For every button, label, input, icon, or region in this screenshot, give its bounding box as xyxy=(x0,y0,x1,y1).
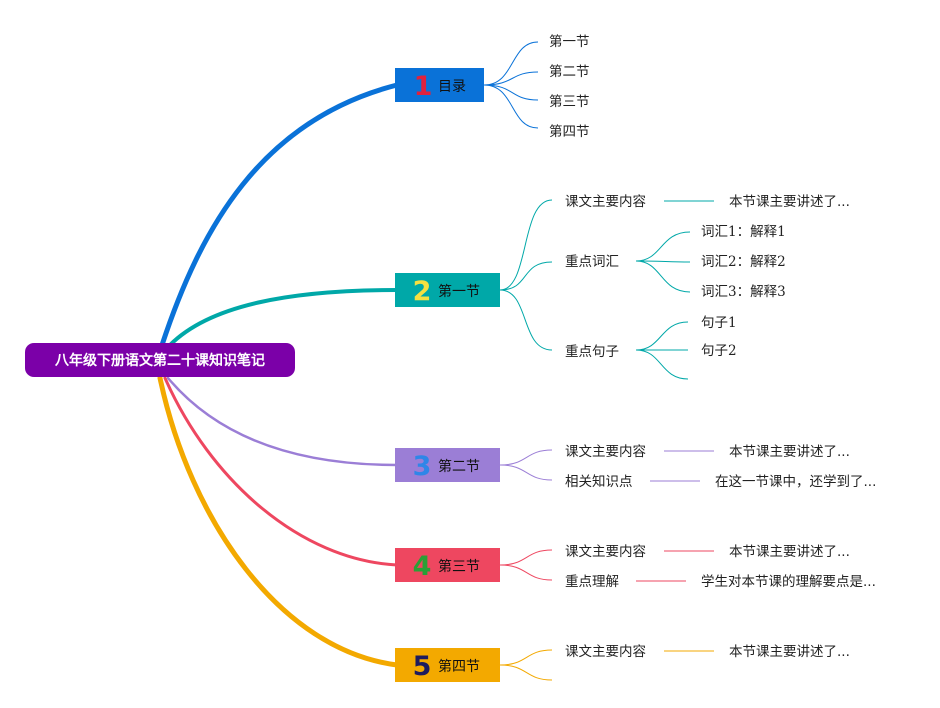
branch-2-sentence-item-2[interactable]: 句子2 xyxy=(701,343,737,359)
root-node-box xyxy=(25,343,295,377)
branch-2-vocab-item-2[interactable]: 词汇2：解释2 xyxy=(701,254,786,270)
branch-1-label: 目录 xyxy=(438,79,466,95)
branch-5-children-lines xyxy=(499,649,714,681)
branch-3-main-content-detail[interactable]: 本节课主要讲述了... xyxy=(729,444,850,460)
branch-4-box xyxy=(395,548,500,582)
branch-5-node[interactable]: 5 第四节 xyxy=(395,648,500,682)
branch-2-number: 2 xyxy=(413,276,432,307)
branch-2-children-lines xyxy=(499,199,714,380)
branch-3-related-detail[interactable]: 在这一节课中，还学到了... xyxy=(715,473,876,490)
branch-1-box xyxy=(395,68,484,102)
branch-5-connector xyxy=(157,375,400,668)
branch-1-child-2[interactable]: 第二节 xyxy=(549,63,590,80)
branch-5-label: 第四节 xyxy=(438,658,480,675)
branch-2-node[interactable]: 2 第一节 xyxy=(395,273,500,307)
branch-4-main-content-detail[interactable]: 本节课主要讲述了... xyxy=(729,544,850,560)
branch-1-connector xyxy=(159,82,400,348)
branch-3-related[interactable]: 相关知识点 xyxy=(565,473,633,490)
branch-1-child-1[interactable]: 第一节 xyxy=(549,33,590,50)
branch-4-children-lines xyxy=(499,549,714,582)
branch-2-vocab-item-1[interactable]: 词汇1：解释1 xyxy=(701,224,786,240)
branch-1-node[interactable]: 1 目录 xyxy=(395,68,484,102)
branch-4-connector xyxy=(163,376,399,567)
branch-3-box xyxy=(395,448,500,482)
branch-3-node[interactable]: 3 第二节 xyxy=(395,448,500,482)
branch-2-connector xyxy=(168,288,399,347)
branch-2-sentence-item-1[interactable]: 句子1 xyxy=(701,315,737,331)
branch-2-main-content[interactable]: 课文主要内容 xyxy=(565,193,646,210)
root-title: 八年级下册语文第二十课知识笔记 xyxy=(54,352,265,369)
branch-2-vocab[interactable]: 重点词汇 xyxy=(565,254,619,270)
branch-3-connector xyxy=(166,376,399,467)
branch-2-box xyxy=(395,273,500,307)
branch-2-main-content-detail[interactable]: 本节课主要讲述了... xyxy=(729,194,850,210)
root-node[interactable]: 八年级下册语文第二十课知识笔记 xyxy=(25,343,295,377)
branch-3-main-content[interactable]: 课文主要内容 xyxy=(565,443,646,460)
branch-4-main-content[interactable]: 课文主要内容 xyxy=(565,543,646,560)
branch-2-sentences[interactable]: 重点句子 xyxy=(565,344,619,360)
branch-4-label: 第三节 xyxy=(438,558,480,575)
branch-3-children-lines xyxy=(499,449,714,482)
branch-4-understanding-detail[interactable]: 学生对本节课的理解要点是... xyxy=(701,574,876,590)
branch-3-number: 3 xyxy=(413,451,432,482)
branch-2-label: 第一节 xyxy=(438,283,480,300)
branch-3-label: 第二节 xyxy=(438,458,480,475)
branch-1-child-4[interactable]: 第四节 xyxy=(549,123,590,140)
branch-5-main-content[interactable]: 课文主要内容 xyxy=(565,643,646,660)
branch-4-number: 4 xyxy=(413,551,432,582)
branch-1-children-lines xyxy=(483,41,539,129)
branch-1-number: 1 xyxy=(414,71,433,102)
branch-4-node[interactable]: 4 第三节 xyxy=(395,548,500,582)
branch-4-understanding[interactable]: 重点理解 xyxy=(565,574,619,590)
branch-5-main-content-detail[interactable]: 本节课主要讲述了... xyxy=(729,644,850,660)
branch-5-box xyxy=(395,648,500,682)
branch-1-child-3[interactable]: 第三节 xyxy=(549,93,590,110)
branch-5-number: 5 xyxy=(413,651,432,682)
branch-2-vocab-item-3[interactable]: 词汇3：解释3 xyxy=(701,284,786,300)
